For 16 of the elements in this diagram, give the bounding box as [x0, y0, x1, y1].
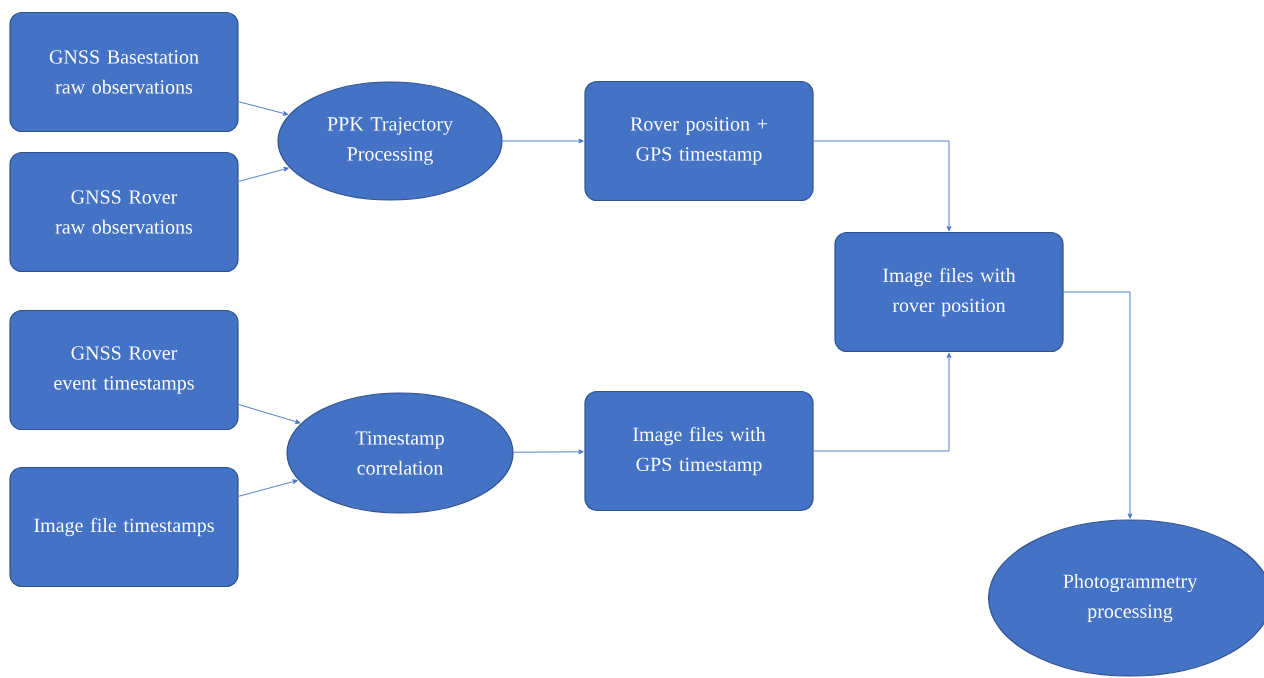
process-box: Rover position + GPS timestamp: [584, 80, 814, 202]
arrow: [238, 479, 298, 497]
arrow: [238, 166, 289, 182]
arrow: [513, 449, 584, 455]
arrow: [238, 404, 301, 424]
arrow: [502, 138, 584, 144]
arrow: [1063, 291, 1133, 519]
process-box: Image files with GPS timestamp: [584, 390, 814, 512]
process-box: GNSS Rover raw observations: [9, 151, 239, 273]
arrow: [813, 352, 952, 452]
arrow: [238, 101, 289, 116]
process-box: GNSS Rover event timestamps: [9, 309, 239, 431]
process-box: Image file timestamps: [9, 466, 239, 588]
process-box: GNSS Basestation raw observations: [9, 11, 239, 133]
arrow: [813, 140, 952, 232]
process-box: Image files with rover position: [834, 231, 1064, 353]
